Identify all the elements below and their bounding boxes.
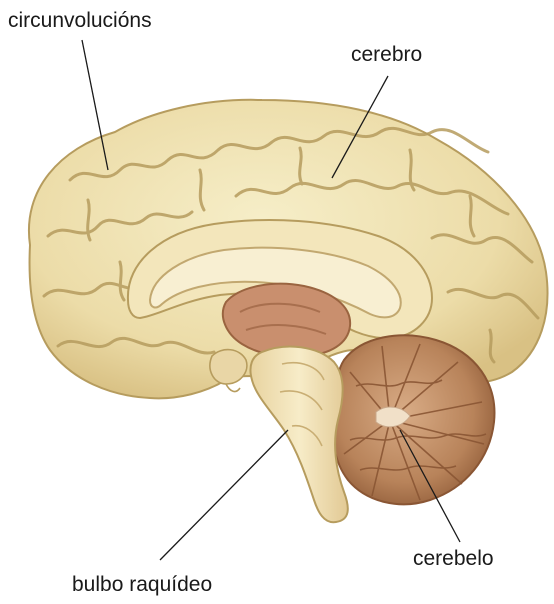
brainstem-shape: [250, 347, 347, 523]
label-circunvolucions: circunvolucións: [8, 10, 152, 31]
label-cerebelo: cerebelo: [413, 548, 494, 569]
label-cerebro: cerebro: [351, 44, 422, 65]
label-bulbo-raquideo: bulbo raquídeo: [72, 574, 212, 595]
pituitary-region: [210, 350, 247, 384]
leader-line-bulbo: [160, 430, 288, 560]
